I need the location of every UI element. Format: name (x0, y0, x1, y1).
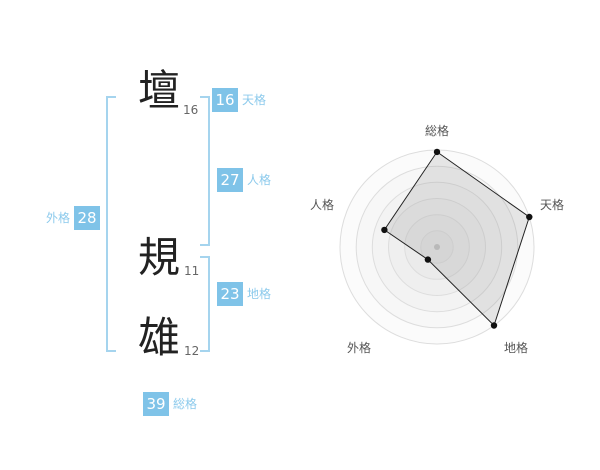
axis-label-jinkaku: 人格 (310, 197, 334, 212)
jinkaku-label: 人格 (247, 173, 272, 187)
radar-plot (381, 148, 533, 329)
soukaku-label: 総格 (173, 397, 198, 411)
name-char-1: 壇 (138, 66, 181, 115)
jinkaku-badge: 27 (217, 168, 243, 192)
jinkaku-bracket (200, 96, 210, 246)
name-char-1-strokes: 16 (183, 103, 199, 117)
axis-label-tenkaku: 天格 (540, 197, 564, 212)
name-char-2-strokes: 11 (184, 264, 200, 278)
axis-label-chikaku: 地格 (504, 340, 528, 355)
name-char-3: 雄 (138, 313, 181, 362)
chikaku-label: 地格 (247, 287, 272, 301)
tenkaku-label: 天格 (242, 93, 267, 107)
name-char-2: 規 (138, 233, 181, 282)
gaikaku-bracket (106, 96, 116, 352)
gaikaku-badge: 28 (74, 206, 100, 230)
radar-chart: 総格 天格 地格 外格 人格 (310, 123, 564, 355)
soukaku-badge: 39 (143, 392, 169, 416)
gaikaku-label: 外格 (46, 211, 71, 225)
name-char-3-strokes: 12 (184, 344, 200, 358)
chikaku-bracket (200, 256, 210, 352)
tenkaku-badge: 16 (212, 88, 238, 112)
axis-label-soukaku: 総格 (425, 123, 449, 138)
axis-label-gaikaku: 外格 (347, 340, 371, 355)
chikaku-badge: 23 (217, 282, 243, 306)
